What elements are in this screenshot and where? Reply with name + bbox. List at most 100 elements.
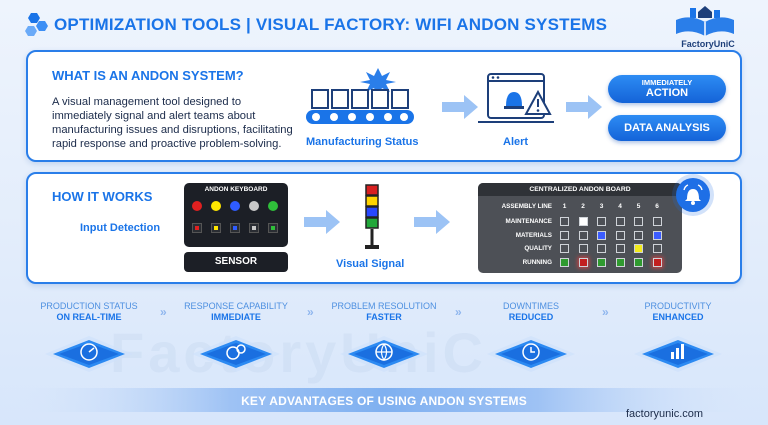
- board-row-label: MAINTENANCE: [505, 218, 552, 225]
- alert-caption: Alert: [503, 136, 529, 148]
- board-status-cell: [560, 217, 569, 226]
- board-status-cell: [652, 257, 662, 267]
- sensor-label: SENSOR: [184, 252, 288, 272]
- input-detection-caption: Input Detection: [80, 222, 161, 234]
- advantage-value: ON REAL-TIME: [56, 312, 122, 322]
- advantage-title: PROBLEM RESOLUTION: [331, 301, 437, 311]
- andon-key-indicator: [268, 223, 278, 233]
- notification-bell-badge: [676, 178, 710, 212]
- arrow-right-icon: [304, 210, 340, 234]
- advantage-title: RESPONSE CAPABILITY: [184, 301, 288, 311]
- board-column-number: 2: [581, 203, 585, 210]
- indicator-light: [195, 226, 199, 230]
- board-status-cell: [652, 230, 662, 240]
- alert-monitor-icon: [478, 73, 554, 123]
- conveyor-belt-icon: [306, 68, 414, 124]
- board-column-number: 5: [636, 203, 641, 210]
- board-status-cell: [578, 257, 588, 267]
- board-status-cell: [578, 217, 588, 226]
- data-analysis-badge: DATA ANALYSIS: [608, 115, 726, 141]
- board-column-number: 6: [655, 203, 659, 210]
- andon-key-button[interactable]: [192, 201, 202, 211]
- advantage-value: REDUCED: [508, 312, 554, 322]
- board-status-cell: [634, 230, 643, 240]
- key-advantages-title: KEY ADVANTAGES OF USING ANDON SYSTEMS: [241, 394, 527, 408]
- clock-icon: [487, 336, 575, 372]
- andon-board-title: CENTRALIZED ANDON BOARD: [478, 183, 682, 196]
- arrow-right-icon: [414, 210, 450, 234]
- advantage-value: IMMEDIATE: [211, 312, 261, 322]
- globe-icon: [340, 336, 428, 372]
- andon-key-button[interactable]: [249, 201, 259, 211]
- board-status-cell: [560, 257, 569, 267]
- factory-book-logo-icon: [676, 6, 734, 36]
- board-status-cell: [634, 257, 643, 267]
- chevron-right-icon: »: [602, 305, 609, 319]
- key-advantages-banner: [0, 388, 768, 412]
- bar-chart-icon: [634, 336, 722, 372]
- chevron-right-icon: »: [307, 305, 314, 319]
- indicator-light: [214, 226, 218, 230]
- andon-key-indicator: [192, 223, 202, 233]
- board-status-cell: [615, 217, 625, 226]
- chevron-right-icon: »: [455, 305, 462, 319]
- advantage-value: FASTER: [366, 312, 402, 322]
- brand-name: FactoryUniC: [681, 39, 735, 49]
- manufacturing-status-caption: Manufacturing Status: [306, 136, 419, 148]
- speedometer-icon: [45, 336, 133, 372]
- indicator-light: [252, 226, 256, 230]
- board-row-label: QUALITY: [524, 245, 552, 252]
- board-status-cell: [560, 244, 569, 253]
- stack-light-icon: [365, 184, 379, 249]
- board-status-cell: [634, 217, 643, 226]
- board-status-cell: [615, 244, 625, 253]
- board-status-cell: [597, 230, 606, 240]
- andon-key-button[interactable]: [268, 201, 278, 211]
- indicator-light: [271, 226, 275, 230]
- board-status-cell: [652, 244, 662, 253]
- visual-signal-caption: Visual Signal: [336, 258, 405, 270]
- board-status-cell: [560, 230, 569, 240]
- andon-description: A visual management tool designed to imm…: [52, 96, 293, 150]
- arrow-right-icon: [442, 95, 478, 119]
- andon-key-button[interactable]: [230, 201, 240, 211]
- page-title: OPTIMIZATION TOOLS | VISUAL FACTORY: WIF…: [54, 15, 608, 34]
- board-column-number: 4: [618, 203, 622, 210]
- indicator-light: [233, 226, 237, 230]
- board-status-cell: [652, 217, 662, 226]
- andon-keyboard-title: ANDON KEYBOARD: [204, 186, 268, 193]
- website-url: factoryunic.com: [626, 408, 704, 420]
- andon-key-button[interactable]: [211, 201, 221, 211]
- board-columns-label: ASSEMBLY LINE: [501, 203, 552, 210]
- advantage-title: PRODUCTION STATUS: [40, 301, 138, 311]
- how-it-works-title: HOW IT WORKS: [52, 189, 153, 204]
- advantage-value: ENHANCED: [652, 312, 704, 322]
- board-status-cell: [634, 244, 643, 253]
- board-status-cell: [597, 217, 606, 226]
- board-row-label: RUNNING: [522, 258, 552, 266]
- chevron-right-icon: »: [160, 305, 167, 319]
- what-is-title: WHAT IS AN ANDON SYSTEM?: [52, 68, 244, 83]
- board-column-number: 1: [562, 203, 567, 210]
- board-status-cell: [597, 244, 606, 253]
- board-row-label: MATERIALS: [515, 231, 552, 239]
- board-status-cell: [578, 244, 588, 253]
- bell-icon: [683, 184, 703, 205]
- board-column-number: 3: [599, 203, 604, 210]
- board-status-cell: [578, 230, 588, 240]
- advantage-title: PRODUCTIVITY: [644, 301, 712, 311]
- board-status-cell: [597, 257, 606, 267]
- andon-key-indicator: [249, 223, 259, 233]
- advantage-title: DOWNTIMES: [503, 301, 559, 311]
- hexagon-logo-icon: [25, 13, 48, 36]
- gears-icon: [192, 336, 280, 372]
- arrow-right-icon: [566, 95, 602, 119]
- action-line2: ACTION: [645, 87, 689, 99]
- immediately-action-badge: IMMEDIATELY ACTION: [608, 75, 726, 103]
- action-line1: IMMEDIATELY: [641, 78, 693, 87]
- andon-key-indicator: [230, 223, 240, 233]
